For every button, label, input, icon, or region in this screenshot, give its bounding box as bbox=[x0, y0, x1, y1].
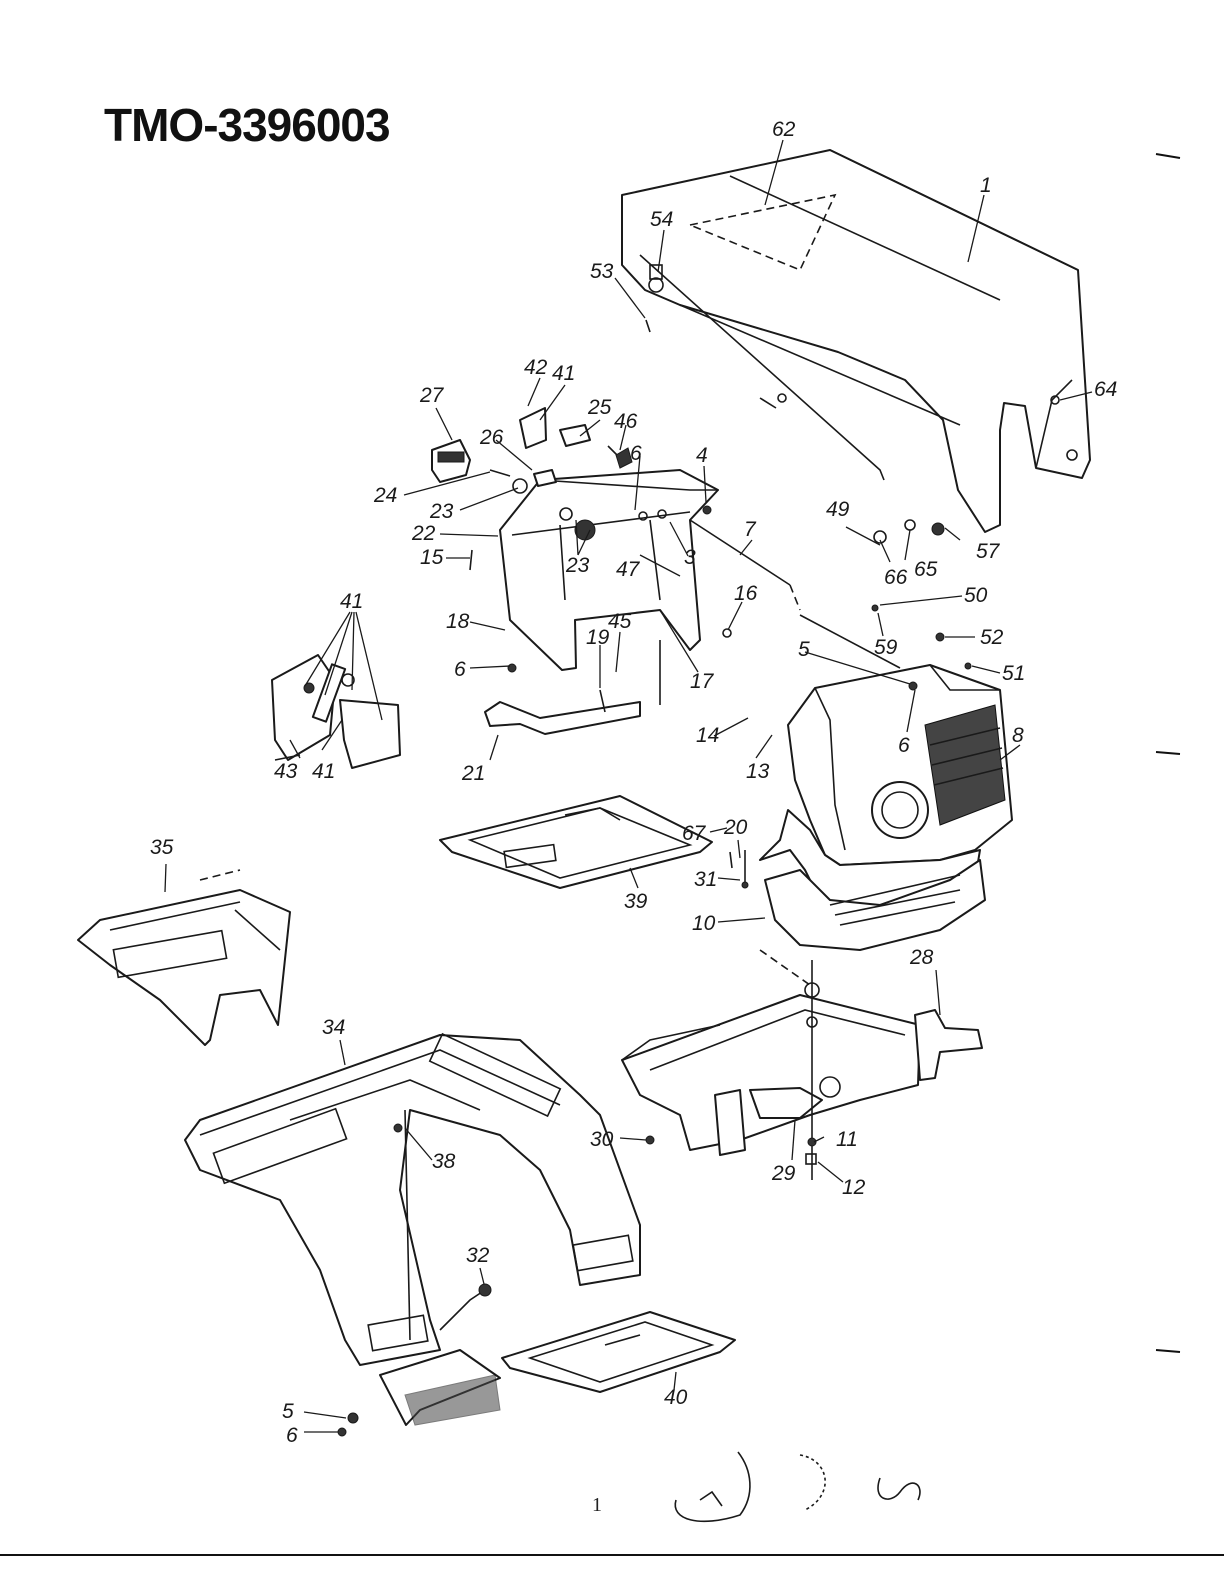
margin-marks bbox=[1155, 153, 1181, 1353]
callout-6-nose: 6 bbox=[898, 734, 910, 757]
callout-62: 62 bbox=[772, 118, 796, 141]
callout-38: 38 bbox=[432, 1150, 456, 1173]
callout-17: 17 bbox=[690, 670, 715, 693]
callout-29: 29 bbox=[771, 1162, 796, 1185]
callout-46: 46 bbox=[614, 410, 638, 433]
callout-23-upper: 23 bbox=[429, 500, 454, 523]
callout-53: 53 bbox=[590, 260, 614, 283]
callout-leader-lines bbox=[164, 139, 1093, 1433]
callout-42: 42 bbox=[524, 356, 548, 379]
front-grille-nose-part bbox=[759, 664, 1013, 951]
front-frame-part bbox=[621, 949, 983, 1180]
callout-52: 52 bbox=[980, 626, 1004, 649]
callout-39: 39 bbox=[624, 890, 648, 913]
callout-15: 15 bbox=[420, 546, 444, 569]
callout-18: 18 bbox=[446, 610, 470, 633]
footrest-plate-part bbox=[501, 1311, 736, 1393]
callout-59: 59 bbox=[874, 636, 898, 659]
callout-numbers: 1 62 54 53 64 27 42 41 25 46 26 6 4 24 2… bbox=[150, 118, 1117, 1447]
callout-47: 47 bbox=[616, 558, 641, 581]
callout-5-upper: 5 bbox=[798, 638, 810, 661]
callout-3: 3 bbox=[684, 546, 696, 569]
front-rest-part bbox=[379, 1283, 501, 1426]
bracket-assembly-part bbox=[271, 654, 401, 769]
callout-49: 49 bbox=[826, 498, 850, 521]
callout-64: 64 bbox=[1094, 378, 1117, 401]
callout-22: 22 bbox=[411, 522, 436, 545]
callout-30: 30 bbox=[590, 1128, 614, 1151]
callout-54: 54 bbox=[650, 208, 673, 231]
callout-13: 13 bbox=[746, 760, 770, 783]
callout-26: 26 bbox=[479, 426, 504, 449]
callout-43: 43 bbox=[274, 760, 298, 783]
page-number: 1 bbox=[592, 1494, 602, 1516]
callout-7: 7 bbox=[744, 518, 757, 541]
callout-5-lower: 5 bbox=[282, 1400, 294, 1423]
main-fender-part bbox=[184, 1032, 641, 1366]
callout-14: 14 bbox=[696, 724, 719, 747]
callout-66: 66 bbox=[884, 566, 908, 589]
callout-19: 19 bbox=[586, 626, 610, 649]
callout-50: 50 bbox=[964, 584, 988, 607]
callout-41-top: 41 bbox=[552, 362, 575, 385]
callout-45: 45 bbox=[608, 610, 632, 633]
callout-51: 51 bbox=[1002, 662, 1025, 685]
callout-10: 10 bbox=[692, 912, 716, 935]
handwritten-marks bbox=[674, 1451, 921, 1523]
callout-40: 40 bbox=[664, 1386, 688, 1409]
callout-24: 24 bbox=[373, 484, 397, 507]
callout-35: 35 bbox=[150, 836, 174, 859]
callout-57: 57 bbox=[976, 540, 1001, 563]
callout-1: 1 bbox=[980, 174, 992, 197]
lower-bracket-part bbox=[484, 640, 661, 735]
throttle-cable-part bbox=[689, 519, 901, 669]
callout-31: 31 bbox=[694, 868, 717, 891]
callout-6-dash: 6 bbox=[630, 442, 642, 465]
callout-16: 16 bbox=[734, 582, 758, 605]
callout-67: 67 bbox=[682, 822, 707, 845]
callout-65: 65 bbox=[914, 558, 938, 581]
rear-fender-background-part bbox=[77, 869, 291, 1046]
callout-12: 12 bbox=[842, 1176, 866, 1199]
callout-6-left: 6 bbox=[454, 658, 466, 681]
dash-panel-part bbox=[499, 469, 719, 671]
dash-floor-plate-part bbox=[439, 795, 713, 889]
hood-latch-parts bbox=[645, 264, 664, 333]
callout-41-bottom: 41 bbox=[312, 760, 335, 783]
callout-20: 20 bbox=[723, 816, 748, 839]
callout-27: 27 bbox=[419, 384, 445, 407]
callout-11: 11 bbox=[836, 1128, 858, 1151]
callout-4: 4 bbox=[696, 444, 708, 467]
callout-23-lower: 23 bbox=[565, 554, 590, 577]
hood-part bbox=[621, 149, 1091, 533]
callout-8: 8 bbox=[1012, 724, 1024, 747]
callout-32: 32 bbox=[466, 1244, 490, 1267]
model-number-title: TMO-3396003 bbox=[104, 99, 391, 151]
callout-34: 34 bbox=[322, 1016, 345, 1039]
callout-28: 28 bbox=[909, 946, 934, 969]
callout-21: 21 bbox=[461, 762, 485, 785]
callout-6-lower: 6 bbox=[286, 1424, 298, 1447]
callout-25: 25 bbox=[587, 396, 612, 419]
ignition-switch-parts bbox=[431, 407, 633, 494]
callout-41-left: 41 bbox=[340, 590, 363, 613]
